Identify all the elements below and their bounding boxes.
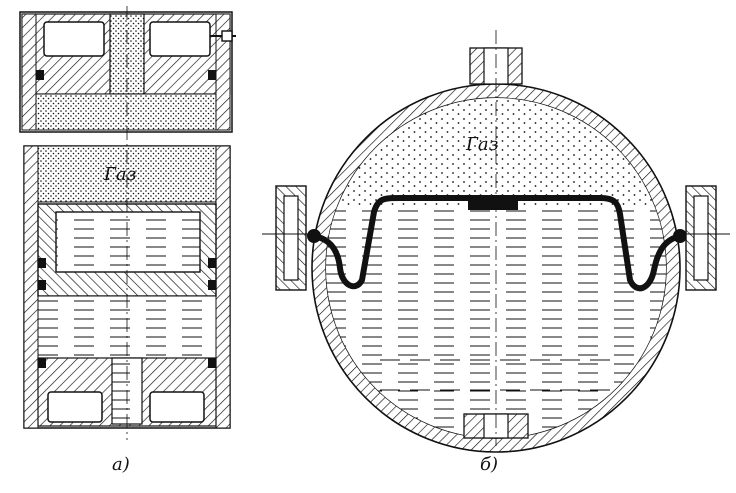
caption-a: а) [112, 454, 130, 475]
caption-b: б) [480, 454, 498, 475]
liquid-chamber [326, 205, 666, 438]
diaphragm [311, 195, 683, 292]
piston-accumulator: Газ а) [19, 6, 236, 475]
diaphragm-plate [468, 200, 518, 210]
gas-label-a: Газ [103, 164, 136, 185]
gas-label-b: Газ [465, 134, 498, 155]
right-flange [680, 185, 730, 291]
spherical-accumulator: Газ б) [262, 30, 730, 475]
upper-cylinder-section [19, 11, 236, 133]
left-flange [262, 185, 312, 291]
